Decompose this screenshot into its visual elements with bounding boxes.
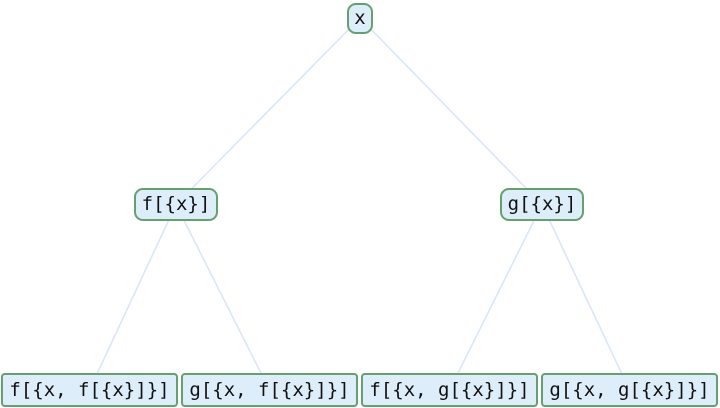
- edge-root-to-f: [175, 17, 361, 206]
- edge-g-to-leaf4: [541, 204, 631, 391]
- tree-node-leaf-ff: f[{x, f[{x}]}]: [1, 373, 178, 407]
- tree-node-root: x: [347, 3, 373, 34]
- tree-node-f: f[{x}]: [134, 188, 218, 221]
- edge-f-to-leaf1: [88, 204, 177, 391]
- tree-node-g: g[{x}]: [500, 188, 584, 221]
- tree-node-leaf-fg: f[{x, g[{x}]}]: [361, 373, 538, 407]
- tree-node-leaf-gg: g[{x, g[{x}]}]: [541, 373, 718, 407]
- edge-root-to-g: [359, 17, 543, 206]
- edge-f-to-leaf2: [175, 204, 271, 391]
- tree-node-leaf-gf: g[{x, f[{x}]}]: [181, 373, 358, 407]
- edge-g-to-leaf3: [448, 204, 543, 391]
